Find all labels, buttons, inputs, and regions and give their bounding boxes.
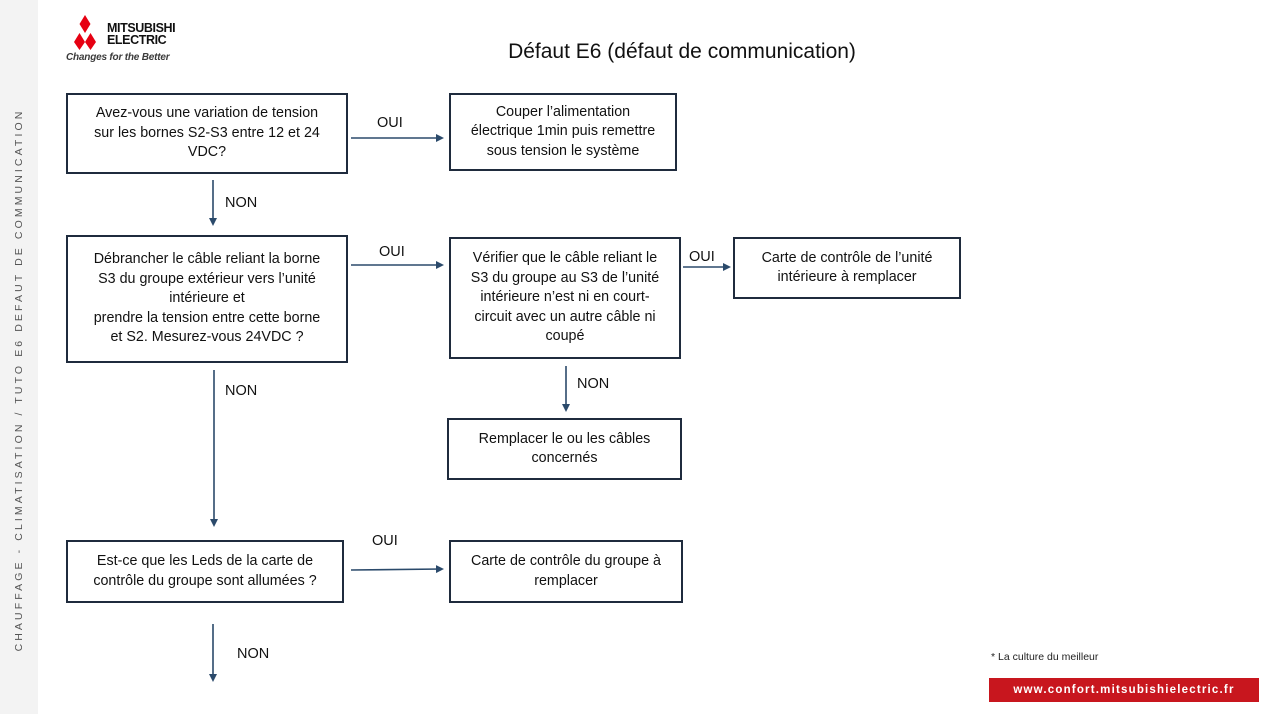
action-box-replace-cables: Remplacer le ou les câbles concernés	[447, 418, 682, 480]
question-box-outdoor-leds: Est-ce que les Leds de la carte de contr…	[66, 540, 344, 603]
label-yes-2: OUI	[379, 244, 405, 260]
label-no-2: NON	[225, 383, 258, 399]
label-yes-3: OUI	[689, 249, 715, 265]
website-url: www.confort.mitsubishielectric.fr	[1013, 684, 1235, 696]
label-yes-5: OUI	[372, 533, 398, 549]
brand-name-line1: MITSUBISHI	[107, 21, 176, 35]
question-box-voltage-s2-s3: Avez-vous une variation de tension sur l…	[66, 93, 348, 174]
question-box-measure-24vdc: Débrancher le câble reliant la borne S3 …	[66, 235, 348, 363]
brand-name-line2: ELECTRIC	[107, 33, 167, 47]
side-strip	[0, 0, 38, 714]
page-title: Défaut E6 (défaut de communication)	[508, 40, 856, 63]
label-no-5: NON	[237, 646, 270, 662]
label-no-3: NON	[577, 376, 610, 392]
brand-tagline: Changes for the Better	[66, 52, 170, 63]
label-yes-1: OUI	[377, 115, 403, 131]
label-no-1: NON	[225, 195, 258, 211]
arrow-q5-yes	[350, 565, 444, 574]
result-box-outdoor-control-board: Carte de contrôle du groupe à remplacer	[449, 540, 683, 603]
brand-logo: MITSUBISHI ELECTRIC Changes for the Bett…	[66, 14, 206, 66]
website-url-bar: www.confort.mitsubishielectric.fr	[989, 678, 1259, 702]
three-diamonds-logo-icon	[74, 15, 96, 50]
result-box-indoor-control-board: Carte de contrôle de l’unité intérieure …	[733, 237, 961, 299]
footnote: * La culture du meilleur	[991, 651, 1099, 663]
action-box-power-cycle: Couper l’alimentation électrique 1min pu…	[449, 93, 677, 171]
action-box-check-cable: Vérifier que le câble reliant le S3 du g…	[449, 237, 681, 359]
